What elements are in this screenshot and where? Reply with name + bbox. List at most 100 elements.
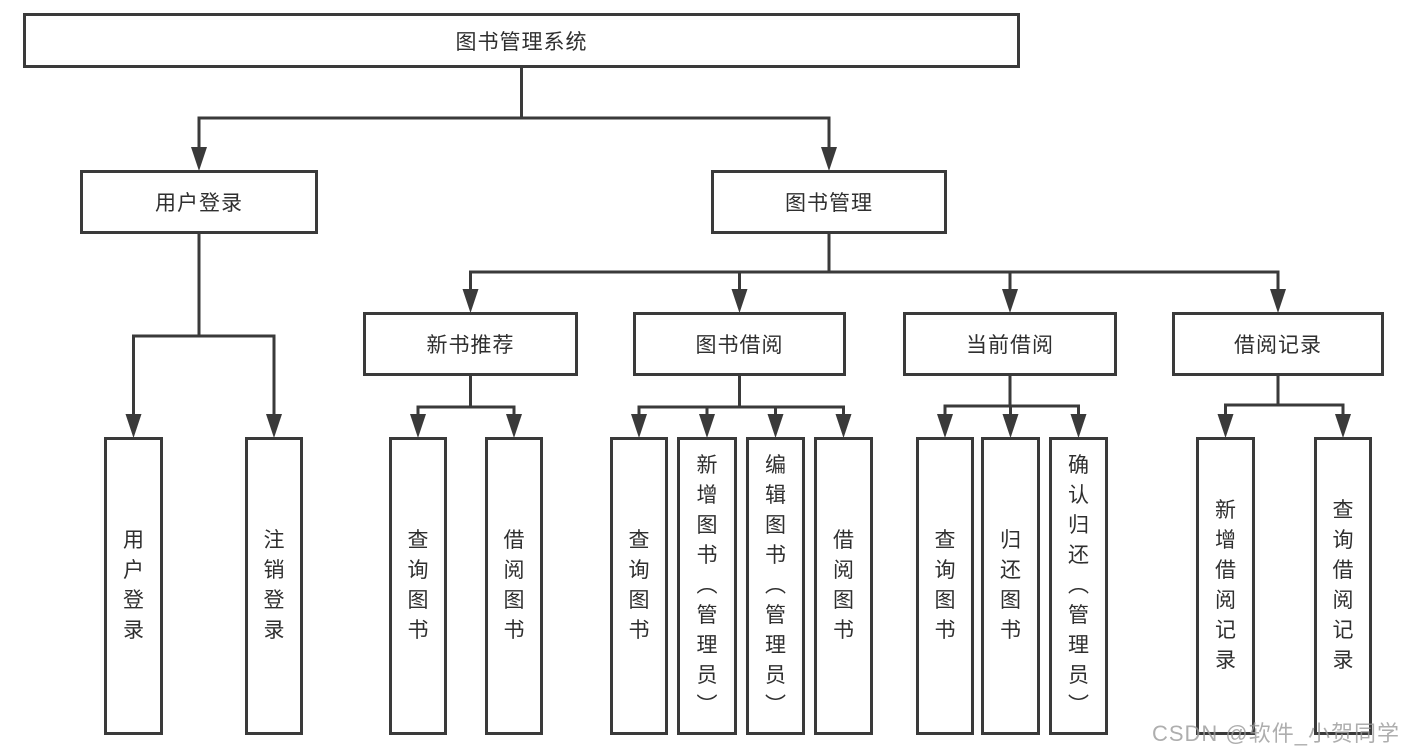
node-label: 用户登录 xyxy=(155,192,243,215)
node-label-char: 图 xyxy=(407,589,429,612)
node-leaf-confirm-return: 确认归还︵管理员︶ xyxy=(1049,437,1108,735)
arrowhead-leaf-confirm-return xyxy=(1070,414,1087,438)
arrowhead-current-borrow xyxy=(1002,289,1018,313)
arrowhead-leaf-return-book xyxy=(1002,414,1019,438)
node-label-char: 借 xyxy=(1215,559,1236,582)
node-label-char: 记 xyxy=(1215,619,1236,642)
node-label: 查询图书 xyxy=(935,526,956,646)
node-label-char: 归 xyxy=(1000,529,1021,552)
arrowhead-leaf-edit-book xyxy=(767,414,784,438)
node-leaf-borrow-book: 借阅图书 xyxy=(814,437,873,735)
node-label: 图书管理 xyxy=(785,192,873,215)
node-leaf-add-record: 新增借阅记录 xyxy=(1196,437,1255,735)
node-label: 确认归还︵管理员︶ xyxy=(1068,451,1089,721)
node-leaf-add-book: 新增图书︵管理员︶ xyxy=(677,437,737,735)
node-label-char: 图 xyxy=(503,589,525,612)
arrowhead-leaf-query-record xyxy=(1335,414,1351,438)
node-label-char: 书 xyxy=(934,619,956,642)
node-label-char: 录 xyxy=(263,619,285,642)
node-label-char: 图 xyxy=(628,589,650,612)
node-label-char: 书 xyxy=(407,619,429,642)
node-label-char: 图 xyxy=(696,514,718,537)
node-label: 图书借阅 xyxy=(695,334,784,357)
connector-current-borrow xyxy=(943,374,1080,419)
arrowhead-leaf-query-current xyxy=(937,414,953,438)
node-label-char: 还 xyxy=(1000,559,1021,582)
node-label-char: 管 xyxy=(765,604,786,627)
node-label-char: 查 xyxy=(934,529,956,552)
node-label-char: ︶ xyxy=(765,694,786,717)
node-label: 查询借阅记录 xyxy=(1333,496,1354,676)
node-label: 借阅记录 xyxy=(1234,334,1322,357)
node-label-char: ︵ xyxy=(1068,574,1089,597)
arrowhead-leaf-query-borrow xyxy=(631,414,647,438)
connector-borrow-records xyxy=(1224,374,1345,419)
node-label-char: 录 xyxy=(1332,649,1354,672)
node-label: 新书推荐 xyxy=(426,334,515,357)
node-label-char: 借 xyxy=(503,529,525,552)
node-label-char: 增 xyxy=(1215,529,1236,552)
connector-root xyxy=(197,66,831,152)
arrowhead-leaf-query-new xyxy=(410,414,426,438)
node-label-char: 借 xyxy=(1332,559,1354,582)
arrowhead-leaf-borrow-new xyxy=(506,414,522,438)
node-book-mgmt: 图书管理 xyxy=(711,170,947,234)
node-label: 注销登录 xyxy=(264,526,285,646)
node-label-char: 图 xyxy=(1000,589,1021,612)
node-label: 当前借阅 xyxy=(966,334,1054,357)
node-root: 图书管理系统 xyxy=(23,13,1020,68)
node-label-char: 查 xyxy=(407,529,429,552)
arrowhead-new-book-rec xyxy=(462,289,479,313)
node-leaf-query-current: 查询图书 xyxy=(916,437,974,735)
connector-user-login xyxy=(132,232,276,419)
node-label-char: ︵ xyxy=(696,574,718,597)
node-label-char: 记 xyxy=(1332,619,1354,642)
node-label: 图书管理系统 xyxy=(455,30,588,54)
node-label-char: 销 xyxy=(263,559,285,582)
node-label-char: ︵ xyxy=(765,574,786,597)
node-label-char: 理 xyxy=(696,634,718,657)
node-leaf-logout: 注销登录 xyxy=(245,437,303,735)
node-label: 借阅图书 xyxy=(833,526,854,646)
node-label-char: 新 xyxy=(1215,499,1236,522)
connector-book-mgmt xyxy=(469,232,1280,294)
node-label-char: 阅 xyxy=(1215,589,1236,612)
arrowhead-leaf-logout xyxy=(266,414,282,438)
node-label-char: 用 xyxy=(123,529,144,552)
node-label-char: 理 xyxy=(765,634,786,657)
node-current-borrow: 当前借阅 xyxy=(903,312,1117,376)
node-label-char: 询 xyxy=(407,559,429,582)
node-label: 归还图书 xyxy=(1000,526,1021,646)
node-label-char: 书 xyxy=(696,544,718,567)
node-label: 新增图书︵管理员︶ xyxy=(697,451,718,721)
node-new-book-rec: 新书推荐 xyxy=(363,312,578,376)
connector-new-book-rec xyxy=(416,374,516,419)
node-label-char: 书 xyxy=(503,619,525,642)
node-leaf-return-book: 归还图书 xyxy=(981,437,1040,735)
arrowhead-user-login xyxy=(191,147,207,171)
node-label: 用户登录 xyxy=(123,526,144,646)
node-label-char: 还 xyxy=(1068,544,1089,567)
node-label-char: 登 xyxy=(123,589,144,612)
node-label-char: 查 xyxy=(628,529,650,552)
node-label-char: 登 xyxy=(263,589,285,612)
node-leaf-user-login: 用户登录 xyxy=(104,437,163,735)
node-label-char: 编 xyxy=(765,454,786,477)
node-label-char: 借 xyxy=(833,529,854,552)
node-label-char: 管 xyxy=(1068,604,1089,627)
node-leaf-edit-book: 编辑图书︵管理员︶ xyxy=(746,437,805,735)
node-borrow-records: 借阅记录 xyxy=(1172,312,1384,376)
node-leaf-borrow-new: 借阅图书 xyxy=(485,437,543,735)
node-leaf-query-new: 查询图书 xyxy=(389,437,447,735)
node-label-char: 注 xyxy=(263,529,285,552)
node-label-char: 员 xyxy=(765,664,786,687)
node-label-char: 阅 xyxy=(833,559,854,582)
node-label-char: 询 xyxy=(934,559,956,582)
arrowhead-leaf-borrow-book xyxy=(835,414,852,438)
node-label: 借阅图书 xyxy=(504,526,525,646)
node-label-char: 查 xyxy=(1332,499,1354,522)
node-label-char: 阅 xyxy=(503,559,525,582)
